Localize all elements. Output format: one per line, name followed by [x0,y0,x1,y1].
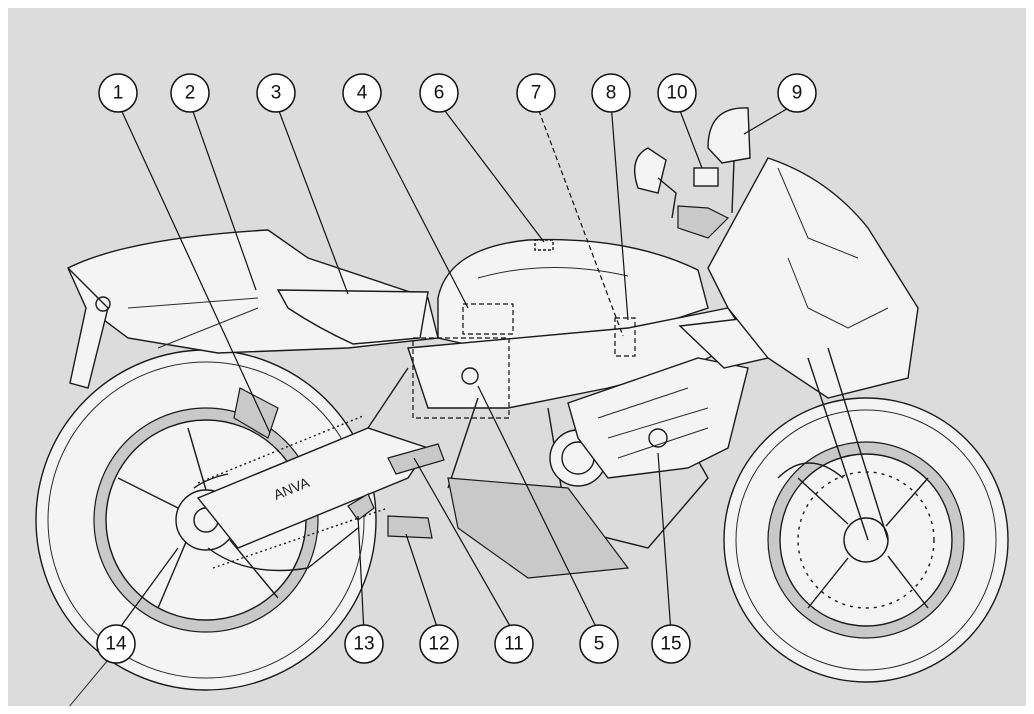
callout-1: 1 [98,73,138,113]
callout-2-label: 2 [185,83,196,104]
motorcycle-diagram-panel: ANVA [8,8,1026,706]
frame-and-engine [347,303,750,579]
callout-3: 3 [256,73,296,113]
front-fairing [677,157,919,541]
callout-4-label: 4 [357,83,368,104]
callout-4: 4 [342,73,382,113]
callout-6-label: 6 [434,83,445,104]
callout-8-label: 8 [606,83,617,104]
callout-7-label: 7 [531,83,542,104]
callout-8: 8 [591,73,631,113]
callout-5-label: 5 [594,634,605,655]
tail-section [67,229,439,439]
callout-5: 5 [579,624,619,664]
callout-11: 11 [494,624,534,664]
callout-11-label: 11 [504,634,524,655]
mirrors [634,107,751,219]
callout-13: 13 [344,624,384,664]
front-wheel [723,397,1009,683]
callout-14: 14 [96,624,136,664]
callout-10-label: 10 [666,83,687,104]
callout-15-label: 15 [660,634,681,655]
callout-3-label: 3 [271,83,282,104]
callout-12: 12 [419,624,459,664]
motorcycle-diagram: ANVA [8,8,1026,706]
leader-lines [115,102,798,634]
callout-9: 9 [777,73,817,113]
callout-6: 6 [419,73,459,113]
callout-15: 15 [651,624,691,664]
callout-12-label: 12 [428,634,449,655]
callout-13-label: 13 [353,634,374,655]
callout-9-label: 9 [792,83,803,104]
callout-2: 2 [170,73,210,113]
callout-14-label: 14 [105,634,127,655]
callout-1-label: 1 [113,83,124,104]
side-radiator-panel [567,317,770,479]
callout-10: 10 [657,73,697,113]
callout-7: 7 [516,73,556,113]
